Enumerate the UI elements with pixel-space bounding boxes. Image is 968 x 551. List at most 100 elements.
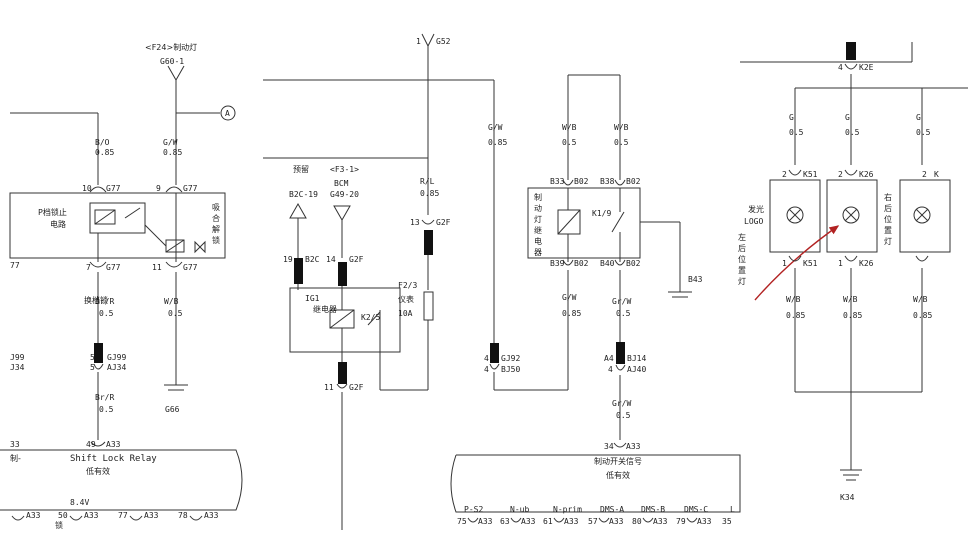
low-active-label: 低有效 xyxy=(86,466,110,476)
conn-b02-c: B02 xyxy=(574,259,589,268)
wire-wb-c1-gauge: 0.5 xyxy=(562,138,577,147)
ground-g66: G66 xyxy=(165,405,180,414)
conn-k51-a: K51 xyxy=(803,170,818,179)
shift-lock-relay-label: Shift Lock Relay xyxy=(70,454,157,464)
wire-g3: G xyxy=(916,113,921,122)
pin-2c: 2 xyxy=(922,170,927,179)
bottom-pin-50: 50 xyxy=(58,511,68,520)
wire-g3-gauge: 0.5 xyxy=(916,128,931,137)
pin-name-nprim: N-prim xyxy=(553,505,582,514)
ig1-relay-box xyxy=(289,287,401,353)
wire-wb-r3-gauge: 0.85 xyxy=(913,311,932,320)
middle-section: 1 G52 预留 B2C-19 <F3-1> BCM G49-20 R/L 0.… xyxy=(263,33,495,530)
conn-k2e: K2E xyxy=(859,63,874,72)
label-j99: J99 xyxy=(10,353,25,362)
pin-5a: 5 xyxy=(90,353,95,362)
plock-label-1: P档锁止 xyxy=(38,207,67,217)
bottom-pin-75: 75 xyxy=(457,517,467,526)
bottom-pin-35: 35 xyxy=(722,517,732,526)
label-bj14: BJ14 xyxy=(627,354,646,363)
pin-a4: A4 xyxy=(604,354,614,363)
right-rear-lamp-icon xyxy=(913,206,931,224)
solenoid-label: 吸合解锁 xyxy=(212,203,220,245)
brake-top-label: <F24>制动灯 xyxy=(145,42,197,52)
pin-2b: 2 xyxy=(838,170,843,179)
pin-4c: 4 xyxy=(608,365,613,374)
pin-name-nub: N-ub xyxy=(510,505,529,514)
wire-gw-c2-gauge: 0.85 xyxy=(562,309,581,318)
ground-b43: B43 xyxy=(688,275,703,284)
bottom-c-a33-5: A33 xyxy=(653,517,668,526)
pin-name-l: L xyxy=(730,505,735,514)
brake-relay-box xyxy=(527,187,641,259)
pin-name-dmsb: DMS-B xyxy=(641,505,665,514)
g49-20-label: G49-20 xyxy=(330,190,359,199)
connector-gj99 xyxy=(94,343,103,363)
conn-b02-b: B02 xyxy=(626,177,641,186)
wire-wb-c1: W/B xyxy=(562,123,577,132)
connector-b2c xyxy=(294,258,303,284)
wire-gw-c-gauge: 0.85 xyxy=(488,138,507,147)
ecu-shift-lock-block xyxy=(0,449,243,511)
pin-name-ps2: P-S2 xyxy=(464,505,483,514)
wire-wb-r2: W/B xyxy=(843,295,858,304)
pin-4-k2e: 4 xyxy=(838,63,843,72)
pin-1a: 1 xyxy=(782,259,787,268)
ground-terminal-g60 xyxy=(167,65,185,82)
label-gj92: GJ92 xyxy=(501,354,520,363)
label-77: 77 xyxy=(10,261,20,270)
logo-label-1: 发光 xyxy=(748,204,764,214)
left-lamp-text: 左后位置灯 xyxy=(738,232,746,286)
conn-a33-49: A33 xyxy=(106,440,121,449)
pin-b40: B40 xyxy=(600,259,615,268)
wire-g2-gauge: 0.5 xyxy=(845,128,860,137)
shift-lock-label: 换档锁 xyxy=(84,295,108,305)
wire-rl-gauge: 0.85 xyxy=(420,189,439,198)
fuse-amp: 10A xyxy=(398,309,413,318)
right-lamp-text: 右后位置灯 xyxy=(884,192,892,246)
bottom-a33-3: A33 xyxy=(144,511,159,520)
bottom-c-a33-1: A33 xyxy=(478,517,493,526)
bottom-a33-2: A33 xyxy=(84,511,99,520)
pin-34: 34 xyxy=(604,442,614,451)
conn-b2c: B2C xyxy=(305,255,320,264)
right-lamp-label: 右后位置灯 xyxy=(884,192,892,246)
bottom-a33-1: A33 xyxy=(26,511,41,520)
pin-11: 11 xyxy=(152,263,162,272)
pin-name-dmsc: DMS-C xyxy=(684,505,708,514)
conn-g77-a: G77 xyxy=(106,184,121,193)
plock-module xyxy=(9,192,226,259)
wire-gw-c2: G/W xyxy=(562,293,577,302)
pin-14: 14 xyxy=(326,255,336,264)
wire-wb-gauge: 0.5 xyxy=(168,309,183,318)
b2c-19-label: B2C-19 xyxy=(289,190,318,199)
reserved-terminal xyxy=(289,202,307,219)
conn-k26-a: K26 xyxy=(859,170,874,179)
bottom-a33-4: A33 xyxy=(204,511,219,520)
wire-grw2-gauge: 0.5 xyxy=(616,411,631,420)
pin-4a: 4 xyxy=(484,354,489,363)
fuse-id: F2/3 xyxy=(398,281,417,290)
bcm-terminal xyxy=(333,205,351,222)
logo-lamp-box xyxy=(769,179,821,253)
label-aj34: AJ34 xyxy=(107,363,126,372)
pin-b39: B39 xyxy=(550,259,565,268)
circle-a-label: A xyxy=(225,109,230,118)
wire-brr-gauge: 0.5 xyxy=(99,309,114,318)
wire-wb-c2-gauge: 0.5 xyxy=(614,138,629,147)
pin-11-mid: 11 xyxy=(324,383,334,392)
connector-g2f-13 xyxy=(424,230,433,255)
bottom-pin-78: 78 xyxy=(178,511,188,520)
plock-label-2: 电路 xyxy=(50,219,66,229)
bottom-c-a33-3: A33 xyxy=(564,517,579,526)
ctrl-label: 制- xyxy=(10,453,21,463)
pin-2a: 2 xyxy=(782,170,787,179)
pin-b38: B38 xyxy=(600,177,615,186)
f3-label: <F3-1> xyxy=(330,165,359,174)
wire-wb: W/B xyxy=(164,297,179,306)
conn-b02-d: B02 xyxy=(626,259,641,268)
wire-g1: G xyxy=(789,113,794,122)
label-33: 33 xyxy=(10,440,20,449)
right-section: 4 K2E G 0.5 G 0.5 G 0.5 2 K51 2 K26 2 K … xyxy=(738,42,968,502)
pin-1b: 1 xyxy=(838,259,843,268)
